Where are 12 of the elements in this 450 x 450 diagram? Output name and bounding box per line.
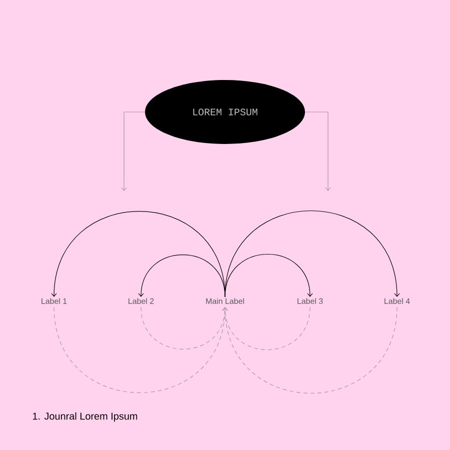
arrow <box>222 306 398 394</box>
ellipse-node: LOREM IPSUM <box>145 80 305 144</box>
arrow <box>121 112 146 191</box>
caption: 1. Jounral Lorem Ipsum <box>32 412 138 422</box>
arrow <box>222 306 310 350</box>
arrow <box>304 112 331 191</box>
arrow <box>224 254 313 298</box>
arrow <box>54 306 228 394</box>
arrow <box>140 306 228 350</box>
arrow <box>138 254 226 298</box>
arrow <box>224 210 400 298</box>
arrow <box>51 210 226 298</box>
